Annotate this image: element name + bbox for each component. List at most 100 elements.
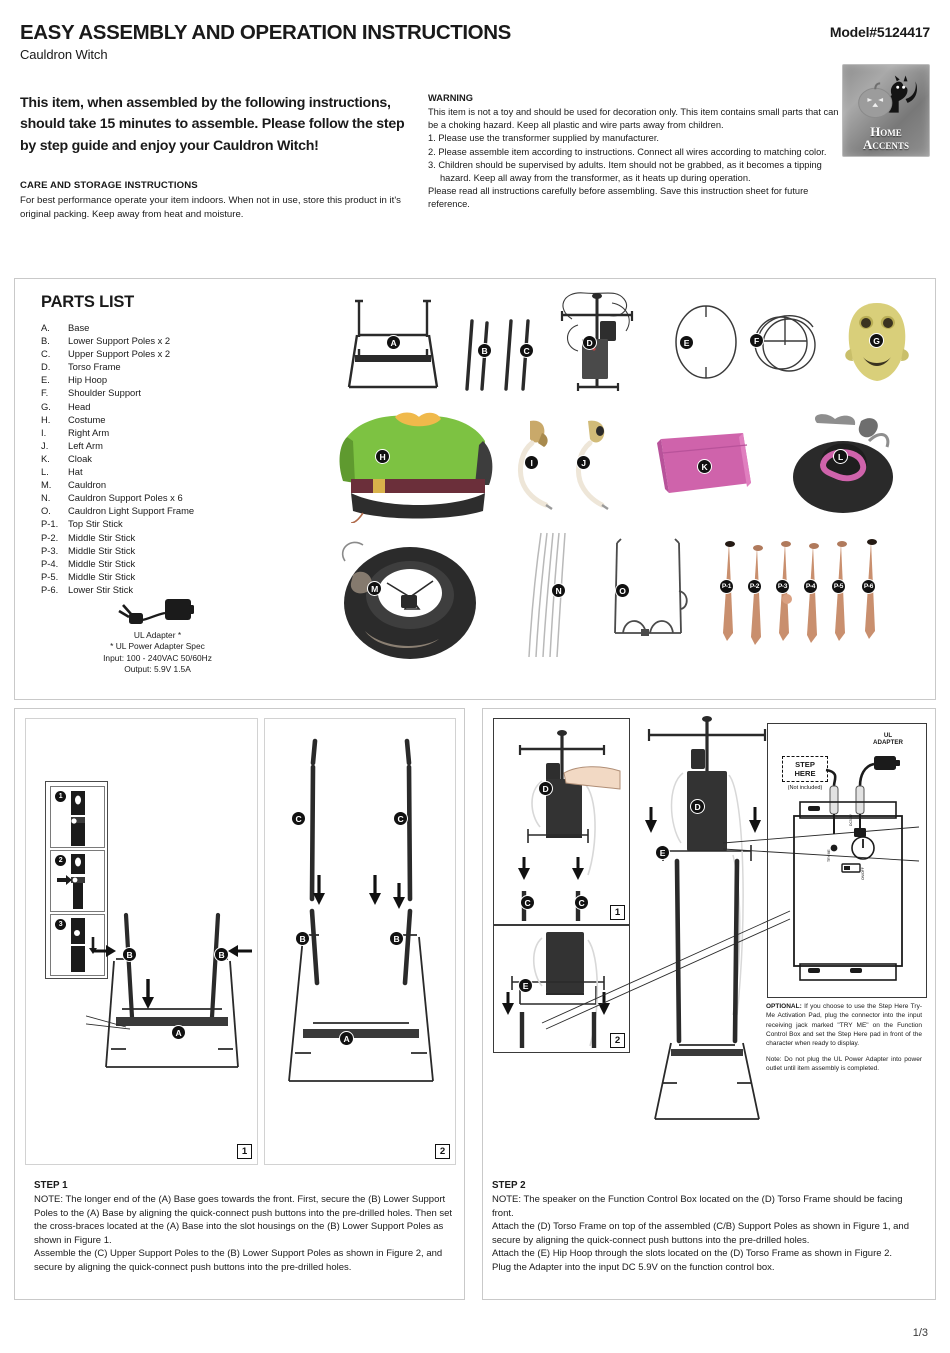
- svg-text:ON/OFF: ON/OFF: [861, 867, 865, 880]
- part-item: P-4.Middle Stir Stick: [41, 557, 301, 570]
- part-key: E.: [41, 374, 50, 386]
- model-number: Model#5124417: [829, 24, 930, 40]
- callout-l: L: [833, 449, 848, 464]
- part-key: P-3.: [41, 544, 59, 556]
- part-image-d: D: [542, 285, 652, 395]
- callout-e-assembly: E: [655, 845, 670, 860]
- step1-figure2: C C B B A 2: [264, 718, 456, 1165]
- part-item: F.Shoulder Support: [41, 386, 301, 399]
- detail-number-2: 2: [55, 855, 66, 866]
- callout-o: O: [615, 583, 630, 598]
- part-key: O.: [41, 505, 51, 517]
- callout-a: A: [171, 1025, 186, 1040]
- part-label: Lower Stir Stick: [68, 583, 134, 595]
- part-label: Cauldron Support Poles x 6: [68, 492, 183, 504]
- warning-footer: Please read all instructions carefully b…: [428, 186, 809, 210]
- part-image-g: G: [837, 299, 917, 387]
- callout-a: A: [386, 335, 401, 350]
- part-item: G.Head: [41, 400, 301, 413]
- product-name: Cauldron Witch: [20, 46, 108, 62]
- callout-k: K: [697, 459, 712, 474]
- part-item: B.Lower Support Poles x 2: [41, 334, 301, 347]
- part-item: I.Right Arm: [41, 426, 301, 439]
- part-item: P-5.Middle Stir Stick: [41, 570, 301, 583]
- step2-panel: D C C 1 E 2: [482, 708, 936, 1300]
- figure-number-2: 2: [610, 1033, 625, 1048]
- pumpkin-cat-icon: [858, 75, 918, 119]
- part-label: Base: [68, 322, 90, 333]
- callout-b-right: B: [214, 947, 229, 962]
- step-here-line1: STEP: [795, 759, 815, 769]
- optional-label: OPTIONAL:: [766, 1003, 802, 1010]
- part-key: P-2.: [41, 531, 59, 543]
- detail-number-1: 1: [55, 791, 66, 802]
- part-label: Torso Frame: [68, 361, 121, 373]
- part-key: P-6.: [41, 583, 59, 595]
- part-image-o: O: [601, 537, 697, 655]
- callout-h: H: [375, 449, 390, 464]
- part-label: Cloak: [68, 452, 92, 464]
- step2-body4: Plug the Adapter into the input DC 5.9V …: [492, 1261, 775, 1273]
- part-label: Top Stir Stick: [68, 518, 123, 530]
- adapter-spec-block: UL Adapter * * UL Power Adapter Spec Inp…: [35, 594, 280, 676]
- callout-e: E: [679, 335, 694, 350]
- part-key: J.: [41, 439, 49, 451]
- ul-adapter-label-line2: ADAPTER: [873, 739, 903, 747]
- hip-hoop-drawing: [502, 932, 610, 1048]
- adapter-name: UL Adapter *: [133, 630, 182, 640]
- step2-figure1: D C C 1: [493, 718, 630, 925]
- part-key: B.: [41, 335, 50, 347]
- callout-p4: P-4: [803, 579, 818, 594]
- ul-adapter-label: UL ADAPTER: [864, 732, 912, 746]
- part-image-h: H: [333, 411, 503, 524]
- step2-figure2: E 2: [493, 925, 630, 1053]
- part-image-k: K: [655, 427, 755, 503]
- part-label: Left Arm: [68, 439, 103, 451]
- part-item: M.Cauldron: [41, 478, 301, 491]
- step2-text: STEP 2 NOTE: The speaker on the Function…: [492, 1180, 922, 1274]
- detail-step-2: 2: [50, 850, 105, 912]
- part-key: P-4.: [41, 557, 59, 569]
- part-key: H.: [41, 413, 51, 425]
- optional-note: OPTIONAL: If you choose to use the Step …: [766, 1002, 922, 1074]
- callout-d: D: [538, 781, 553, 796]
- part-item: P-3.Middle Stir Stick: [41, 544, 301, 557]
- part-key: M.: [41, 479, 52, 491]
- figure-number-2: 2: [435, 1144, 450, 1159]
- warning-heading: WARNING: [428, 93, 473, 103]
- part-label: Head: [68, 400, 91, 412]
- part-label: Cauldron Light Support Frame: [68, 505, 195, 517]
- part-key: A.: [41, 322, 50, 333]
- part-image-n: N: [527, 531, 577, 659]
- part-label: Hat: [68, 466, 83, 478]
- callout-d: D: [582, 335, 597, 350]
- warning-section: WARNING This item is not a toy and shoul…: [428, 93, 843, 212]
- part-item: E. Hip Hoop: [41, 373, 301, 386]
- adapter-output: Output: 5.9V 1.5A: [124, 664, 191, 675]
- part-item: D.Torso Frame: [41, 360, 301, 373]
- step1-heading: STEP 1: [34, 1180, 68, 1191]
- part-item: L.Hat: [41, 465, 301, 478]
- part-label: Middle Stir Stick: [68, 570, 136, 582]
- adapter-input: Input: 100 - 240VAC 50/60Hz: [103, 652, 212, 663]
- warning-item: 2. Please assemble item according to ins…: [428, 146, 827, 157]
- step1-figure1: 1 2: [25, 718, 258, 1165]
- care-body: For best performance operate your item i…: [20, 195, 401, 220]
- part-item: J. Left Arm: [41, 439, 301, 452]
- care-section: CARE AND STORAGE INSTRUCTIONS For best p…: [20, 180, 410, 222]
- part-label: Costume: [68, 413, 106, 425]
- step2-body3: Attach the (E) Hip Hoop through the slot…: [492, 1248, 893, 1260]
- callout-c-right: C: [574, 895, 589, 910]
- base-assembly-drawing: [86, 912, 252, 1068]
- part-key: N.: [41, 492, 51, 504]
- part-key: C.: [41, 348, 51, 360]
- figure-number-1: 1: [237, 1144, 252, 1159]
- quick-connect-detail-inset: 1 2: [45, 781, 108, 979]
- callout-b-left-2: B: [295, 931, 310, 946]
- callout-e: E: [518, 978, 533, 993]
- part-label: Hip Hoop: [68, 374, 108, 386]
- callout-j: J: [576, 455, 591, 470]
- torso-mount-drawing: [518, 730, 621, 921]
